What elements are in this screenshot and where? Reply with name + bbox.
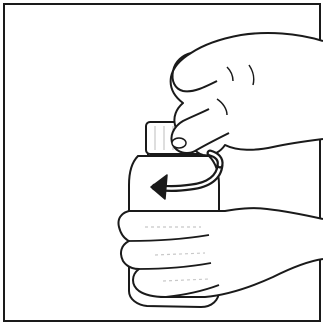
bottom-hand-outline [118,208,323,297]
thumbnail [172,138,186,148]
bottom-hand [118,208,323,297]
figure-frame [3,3,321,322]
top-hand [171,33,323,155]
illustration [5,5,323,324]
